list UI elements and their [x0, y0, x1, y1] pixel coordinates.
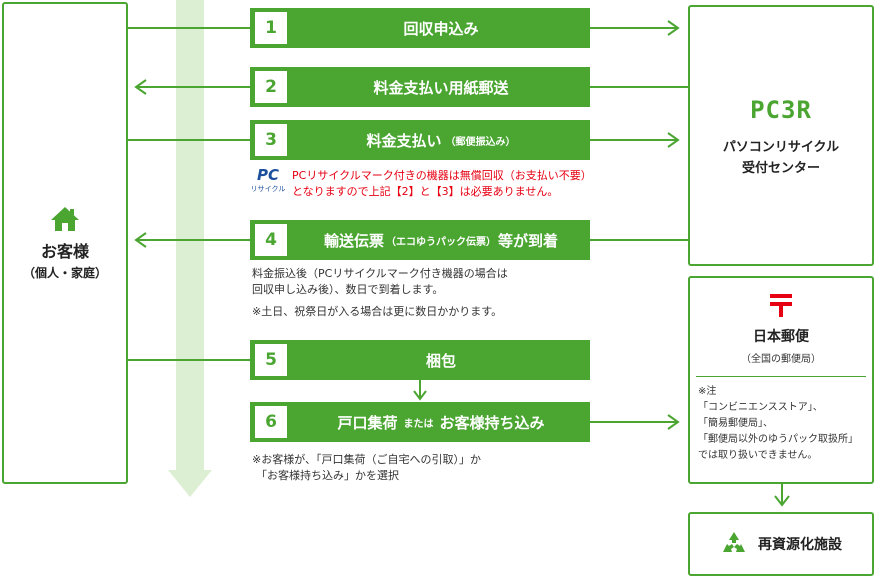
- step-6-label-after: お客様持ち込み: [439, 413, 545, 432]
- step-6-label: 戸口集荷: [337, 413, 398, 432]
- step-1-number: 1: [255, 12, 287, 44]
- step-3-label-small: （郵便振込み）: [445, 136, 516, 148]
- step-6-label-small: または: [403, 418, 434, 430]
- step-4-note-line: ※土日、祝祭日が入る場合は更に数日かかります。: [252, 305, 503, 318]
- step-4-note-line: 料金振込後（PCリサイクルマーク付き機器の場合は: [252, 267, 508, 280]
- step-4-label-after: 等が到着: [498, 231, 559, 250]
- postal-mark-icon: [770, 294, 792, 317]
- post-note-line: 「コンビニエンスストア」、: [698, 402, 823, 413]
- step-3-note-line: となりますので上記【2】と【3】は必要ありません。: [292, 185, 559, 198]
- step-3-note-line: PCリサイクルマーク付きの機器は無償回収（お支払い不要）: [292, 169, 592, 182]
- pc-recycle-mark: PC リサイクル: [250, 166, 286, 202]
- post-divider: [696, 376, 866, 377]
- house-icon: [51, 206, 79, 231]
- post-note-line: では取り扱いできません。: [698, 450, 818, 461]
- timeline-arrow-shaft: [176, 0, 204, 470]
- pc3r-logo: PC3R: [750, 95, 812, 124]
- step-1-bar: 1 回収申込み: [250, 8, 590, 48]
- recycle-facility-box: 再資源化施設: [688, 512, 874, 576]
- step-5-label: 梱包: [425, 351, 456, 370]
- step-4-bar: 4 輸送伝票 （エコゆうパック伝票） 等が到着: [250, 220, 590, 260]
- step-4-note-line: 回収申し込み後）、数日で到着します。: [252, 283, 444, 296]
- pc3r-line2: 受付センター: [741, 160, 820, 176]
- step-4-label: 輸送伝票: [323, 231, 384, 250]
- step-3-number: 3: [255, 124, 287, 156]
- step-4-number: 4: [255, 224, 287, 256]
- step-6-note-line: ※お客様が、「戸口集荷（ご自宅への引取）」か: [252, 453, 481, 466]
- step-2-label: 料金支払い用紙郵送: [373, 78, 509, 97]
- step-6-bar: 6 戸口集荷 または お客様持ち込み: [250, 402, 590, 442]
- pc3r-box: PC3R パソコンリサイクル 受付センター: [688, 5, 874, 266]
- pc-mark-logo: PC: [256, 166, 279, 184]
- step-3-label: 料金支払い: [366, 131, 442, 150]
- customer-box: お客様 （個人・家庭）: [2, 2, 128, 484]
- post-title: 日本郵便: [753, 329, 809, 345]
- step-3-bar: 3 料金支払い （郵便振込み）: [250, 120, 590, 160]
- step-3-note: PCリサイクルマーク付きの機器は無償回収（お支払い不要） となりますので上記【2…: [292, 168, 592, 200]
- post-notes: ※注 「コンビニエンスストア」、 「簡易郵便局」、 「郵便局以外のゆうパック取扱…: [698, 384, 858, 464]
- post-note-line: 「郵便局以外のゆうパック取扱所」: [698, 434, 858, 445]
- step-1-label: 回収申込み: [403, 19, 479, 38]
- step-2-number: 2: [255, 71, 287, 103]
- pc-mark-caption: リサイクル: [250, 185, 286, 193]
- customer-subtitle: （個人・家庭）: [22, 265, 107, 280]
- step-6-note-line: 「お客様持ち込み」かを選択: [256, 469, 399, 482]
- customer-title: お客様: [40, 241, 89, 261]
- step-6-note: ※お客様が、「戸口集荷（ご自宅への引取）」か 「お客様持ち込み」かを選択: [252, 452, 481, 484]
- step-6-number: 6: [255, 406, 287, 438]
- post-note-line: ※注: [698, 386, 717, 397]
- post-note-line: 「簡易郵便局」、: [698, 418, 773, 429]
- japan-post-box: 日本郵便 （全国の郵便局） ※注 「コンビニエンスストア」、 「簡易郵便局」、 …: [688, 276, 874, 484]
- step-4-label-small: （エコゆうパック伝票）: [386, 236, 496, 248]
- step-4-note: 料金振込後（PCリサイクルマーク付き機器の場合は 回収申し込み後）、数日で到着し…: [252, 266, 508, 320]
- timeline-arrow-head: [168, 470, 212, 497]
- recycle-icon: [723, 532, 745, 552]
- step-5-number: 5: [255, 344, 287, 376]
- recycle-label: 再資源化施設: [758, 537, 842, 553]
- pc3r-line1: パソコンリサイクル: [722, 139, 840, 155]
- post-subtitle: （全国の郵便局）: [741, 354, 821, 365]
- step-2-bar: 2 料金支払い用紙郵送: [250, 67, 590, 107]
- step-5-bar: 5 梱包: [250, 340, 590, 380]
